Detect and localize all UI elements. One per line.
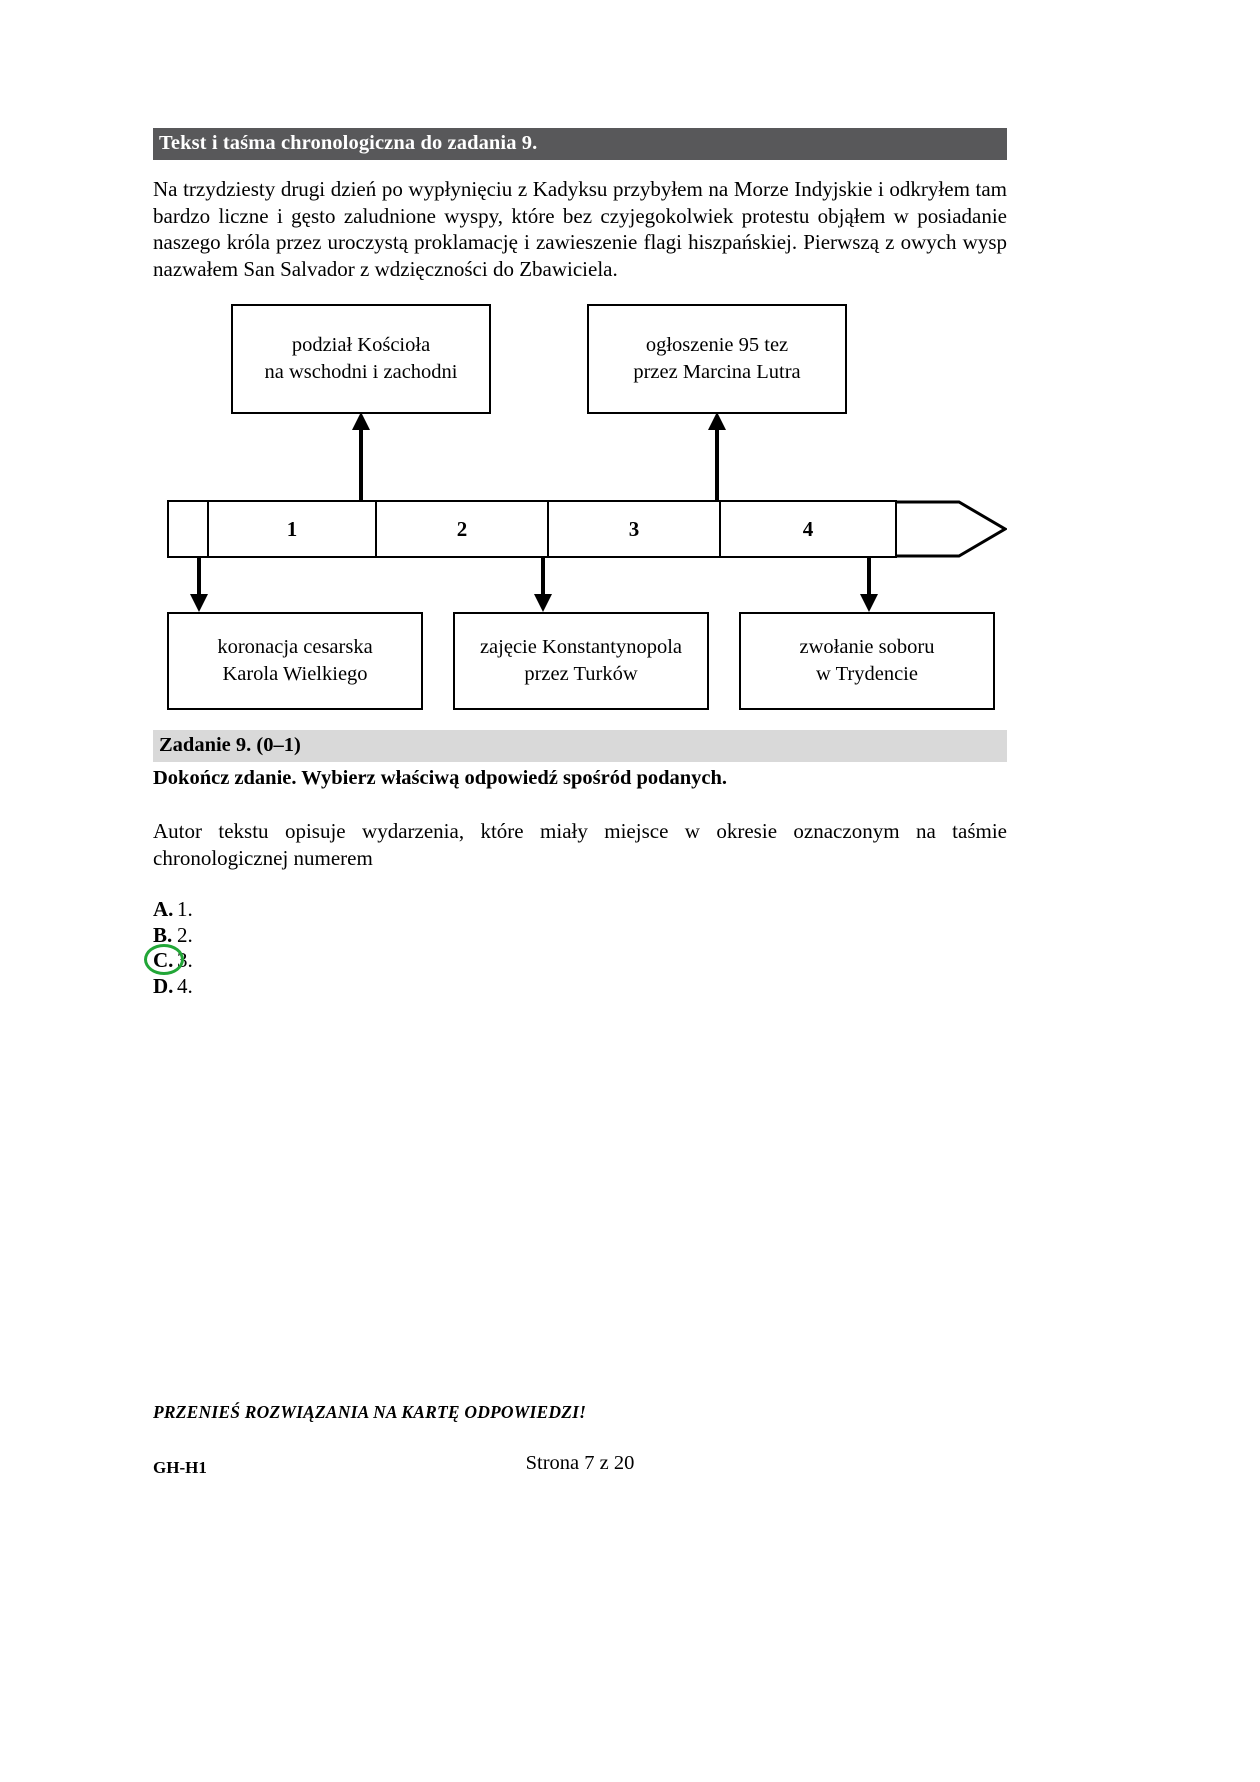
timeline-arrowhead-down-1 [190,594,208,613]
timeline-bottom-box-3-line2: w Trydencie [816,663,918,686]
timeline-top-box-2: ogłoszenie 95 tez przez Marcina Lutra [587,304,847,415]
timeline-top-box-1: podział Kościoła na wschodni i zachodni [231,304,491,415]
timeline-top-box-2-line1: ogłoszenie 95 tez [645,334,789,357]
transfer-answers-note: PRZENIEŚ ROZWIĄZANIA NA KARTĘ ODPOWIEDZI… [153,1402,587,1422]
timeline-arrowhead-up-1 [352,412,370,431]
answer-option-d-letter: D. [153,973,174,998]
task-header-bar: Zadanie 9. (0–1) [153,730,1007,763]
timeline-arrow-tip [895,500,1008,558]
timeline-segment-4: 4 [802,516,814,541]
timeline-band: 1 2 3 4 [167,500,897,559]
timeline-arrow-down-1 [197,556,201,603]
page-number: Strona 7 z 20 [525,1452,635,1474]
answer-option-c-value: 3. [177,948,193,973]
timeline-arrowhead-down-3 [860,594,878,613]
timeline-arrowhead-down-2 [534,594,552,613]
timeline-segment-start [169,502,209,557]
timeline-bottom-box-1: koronacja cesarska Karola Wielkiego [167,612,423,711]
chronological-timeline-diagram: podział Kościoła na wschodni i zachodni … [153,304,1008,711]
answer-option-d-value: 4. [177,973,193,998]
answer-option-b[interactable]: B.2. [153,923,1007,949]
answer-option-a-value: 1. [177,897,193,922]
timeline-arrow-up-1 [359,428,363,503]
timeline-top-box-1-line1: podział Kościoła [291,334,431,357]
source-header-bar: Tekst i taśma chronologiczna do zadania … [153,128,1007,160]
timeline-segment-1: 1 [209,502,377,557]
timeline-arrow-down-3 [867,556,871,603]
timeline-bottom-box-2: zajęcie Konstantynopola przez Turków [453,612,709,711]
answer-option-d[interactable]: D.4. [153,974,1007,1000]
timeline-top-box-2-line2: przez Marcina Lutra [633,361,801,384]
answer-option-b-value: 2. [177,922,193,947]
timeline-bottom-box-1-line1: koronacja cesarska [217,636,373,659]
exam-code: GH-H1 [153,1458,207,1477]
task-body: Autor tekstu opisuje wydarzenia, które m… [153,818,1007,871]
answer-options: A.1. B.2. C.3. D.4. [144,897,1007,1000]
answer-option-c-letter: C. [153,948,174,973]
task-body-line-1: Autor tekstu opisuje wydarzenia, które m… [153,819,1007,844]
answer-option-a[interactable]: A.1. [153,897,1007,923]
timeline-segment-2: 2 [377,502,549,557]
timeline-arrowhead-up-2 [708,412,726,431]
source-text: Na trzydziesty drugi dzień po wypłynięci… [153,177,1007,281]
timeline-top-box-1-line2: na wschodni i zachodni [264,361,458,384]
task-instruction: Dokończ zdanie. Wybierz właściwą odpowie… [153,767,728,790]
answer-option-b-letter: B. [153,922,173,947]
task-body-line-2: chronologicznej numerem [153,845,373,870]
page-content: Tekst i taśma chronologiczna do zadania … [144,128,1008,1000]
answer-option-a-letter: A. [153,897,174,922]
timeline-arrow-down-2 [541,556,545,603]
timeline-bottom-box-2-line2: przez Turków [524,663,638,686]
timeline-segment-3: 3 [549,502,721,557]
answer-option-c[interactable]: C.3. [144,944,1007,976]
timeline-bottom-box-2-line1: zajęcie Konstantynopola [479,636,683,659]
timeline-arrow-up-2 [715,428,719,503]
timeline-bottom-box-3-line1: zwołanie soboru [799,636,935,659]
timeline-bottom-box-3: zwołanie soboru w Trydencie [739,612,995,711]
timeline-bottom-box-1-line2: Karola Wielkiego [222,663,368,686]
